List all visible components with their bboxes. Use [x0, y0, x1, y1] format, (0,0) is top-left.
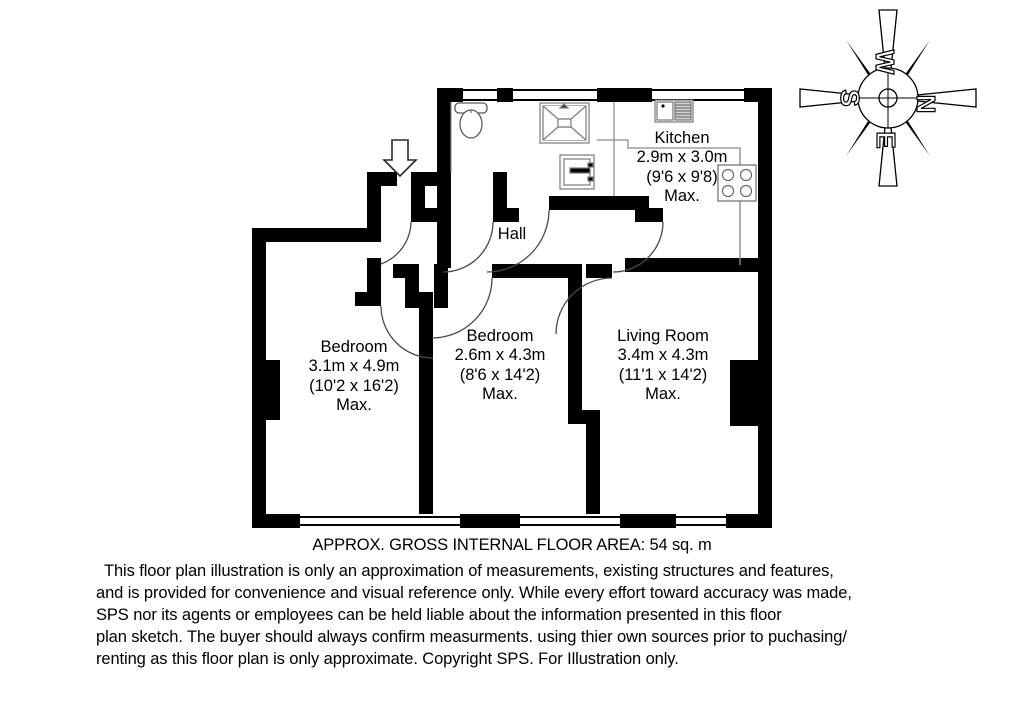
kitchen-sink-icon: [654, 99, 694, 123]
door-swing-living: [555, 277, 613, 335]
disclaimer-line: renting as this floor plan is only appro…: [96, 650, 679, 669]
disclaimer-line: and is provided for convenience and visu…: [96, 584, 852, 603]
windows: [300, 88, 744, 528]
compass-letter-top: W: [870, 50, 900, 75]
gross-internal-floor-area-heading: APPROX. GROSS INTERNAL FLOOR AREA: 54 sq…: [312, 536, 712, 554]
compass-rose: W N E S: [799, 9, 977, 187]
room-label-bedroom-2: Bedroom 2.6m x 4.3m (8'6 x 14'2) Max.: [454, 327, 546, 404]
window-bedroom-1: [300, 514, 460, 528]
compass-letter-bottom: E: [871, 131, 901, 148]
window-bathroom: [513, 88, 597, 102]
fixtures: [454, 99, 757, 202]
compass-letter-left: S: [835, 89, 865, 106]
window-wc: [463, 88, 497, 102]
door-swing-bathroom: [486, 209, 550, 273]
disclaimer-line: plan sketch. The buyer should always con…: [96, 628, 847, 647]
window-living-room: [676, 514, 726, 528]
walls: [252, 88, 772, 528]
room-label-bedroom-1: Bedroom 3.1m x 4.9m (10'2 x 16'2) Max.: [308, 338, 400, 415]
door-swing-bedroom1: [380, 305, 434, 359]
compass-letter-right: N: [911, 95, 941, 114]
disclaimer-line: SPS nor its agents or employees can be h…: [96, 606, 782, 625]
shower-tray-icon: [539, 102, 590, 144]
door-swing-entrance: [380, 221, 412, 265]
window-kitchen: [652, 88, 744, 102]
toilet-icon: [454, 102, 488, 139]
wash-basin-icon: [559, 154, 595, 190]
room-label-living-room: Living Room 3.4m x 4.3m (11'1 x 14'2) Ma…: [617, 327, 709, 404]
disclaimer-line: This floor plan illustration is only an …: [104, 562, 834, 580]
hob-icon: [717, 164, 757, 202]
window-bedroom-2: [520, 514, 620, 528]
footer: APPROX. GROSS INTERNAL FLOOR AREA: 54 sq…: [0, 536, 1024, 670]
door-swing-bedroom2: [431, 277, 493, 339]
disclaimer-text: This floor plan illustration is only an …: [0, 560, 1024, 670]
room-label-hall: Hall: [497, 225, 527, 243]
entrance-arrow-icon: [382, 139, 418, 178]
door-swing-wc: [442, 221, 494, 273]
room-label-kitchen: Kitchen 2.9m x 3.0m (9'6 x 9'8) Max.: [636, 129, 728, 206]
door-swing-kitchen: [612, 221, 664, 273]
door-swings: [380, 209, 664, 359]
